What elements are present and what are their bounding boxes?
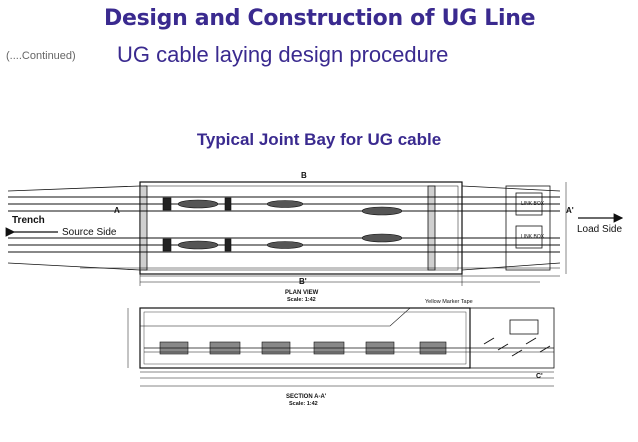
marker-tape-line bbox=[140, 307, 470, 327]
trench-outline-left bbox=[7, 185, 141, 271]
source-side-label: Source Side bbox=[62, 227, 117, 238]
section-view-scale: Scale: 1:42 bbox=[289, 401, 318, 407]
joint-bay-outline bbox=[139, 181, 463, 275]
section-marker-a: A bbox=[114, 206, 120, 215]
section-outline bbox=[139, 307, 471, 369]
marker-tape-label: Yellow Marker Tape bbox=[425, 299, 473, 305]
end-wall-right bbox=[427, 185, 436, 271]
section-marker-b: B bbox=[301, 171, 307, 180]
link-box-section-inner bbox=[509, 319, 539, 335]
slide-subtitle: UG cable laying design procedure bbox=[117, 42, 449, 67]
link-box-label-1: LINK BOX bbox=[521, 201, 545, 207]
diagram-heading: Typical Joint Bay for UG cable bbox=[196, 130, 442, 149]
link-box-section bbox=[469, 307, 555, 369]
trench-outline-right bbox=[461, 185, 561, 271]
continued-note: (....Continued) bbox=[6, 50, 76, 62]
link-box-cables bbox=[483, 337, 551, 357]
link-box-2 bbox=[515, 225, 543, 249]
section-marker-b-prime: B' bbox=[299, 277, 307, 286]
plan-dimensions bbox=[80, 182, 567, 286]
section-view-title: SECTION A-A' bbox=[286, 394, 327, 400]
link-box-pit bbox=[505, 185, 551, 271]
plan-view-title: PLAN VIEW bbox=[285, 290, 319, 296]
load-side-label: Load Side bbox=[577, 224, 622, 235]
section-c-label: C' bbox=[536, 373, 543, 380]
section-view bbox=[127, 307, 555, 387]
plan-view-scale: Scale: 1:42 bbox=[287, 297, 316, 303]
section-marker-a-prime: A' bbox=[566, 206, 574, 215]
plan-view bbox=[7, 181, 567, 286]
section-dimensions bbox=[127, 308, 554, 387]
cable-joints bbox=[162, 197, 403, 252]
link-box-label-2: LINK BOX bbox=[521, 234, 545, 240]
end-wall-left bbox=[139, 185, 148, 271]
trench-label: Trench bbox=[12, 215, 45, 226]
slide-title: Design and Construction of UG Line bbox=[104, 6, 536, 31]
